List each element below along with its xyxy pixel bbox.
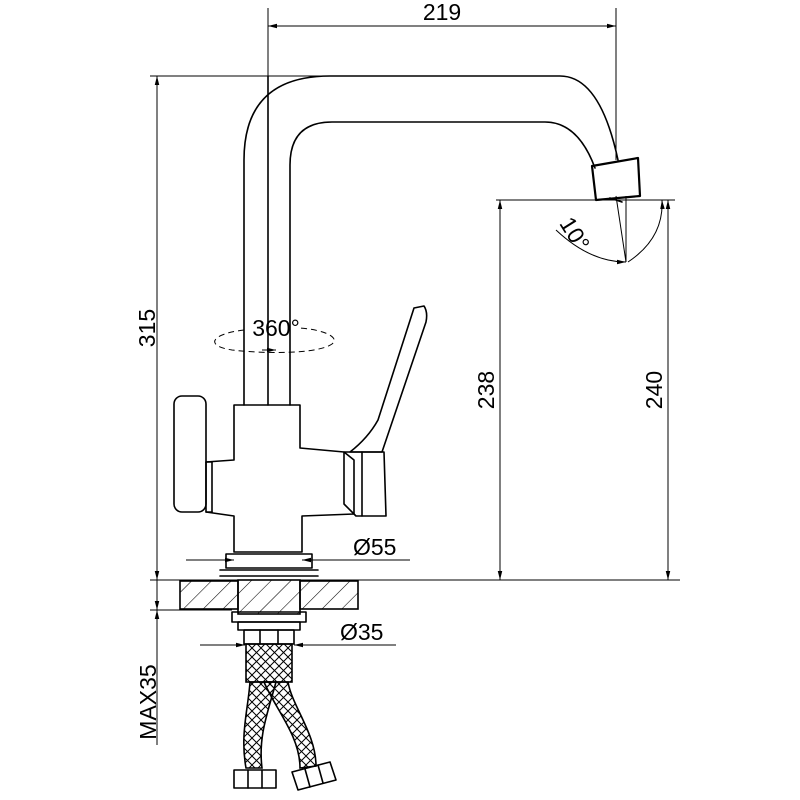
rotation-360: 360° (214, 315, 335, 353)
dimension-dia-55-label: Ø55 (353, 534, 396, 560)
dimension-240-label: 240 (641, 371, 667, 409)
dimension-max-35: MAX35 (135, 580, 161, 745)
dimension-240: 240 (641, 200, 671, 580)
faucet-body (173, 305, 428, 553)
braided-hoses (233, 643, 337, 791)
dimension-10-degree: 10° (496, 195, 675, 265)
dimension-max-35-label: MAX35 (135, 664, 161, 739)
countertop-section (150, 579, 680, 611)
dimension-dia-35: Ø35 (200, 619, 396, 648)
dimension-219-label: 219 (423, 0, 461, 25)
rotation-360-label: 360° (252, 315, 300, 341)
dimension-238: 238 (473, 200, 503, 580)
dimension-dia-55: Ø55 (186, 534, 410, 563)
dimension-238-label: 238 (473, 371, 499, 409)
dimension-315: 315 (134, 75, 330, 581)
base-flange (219, 553, 319, 577)
dimension-dia-35-label: Ø35 (340, 619, 383, 645)
dimension-315-label: 315 (134, 309, 160, 347)
threaded-shank (231, 579, 307, 645)
dimension-10-degree-label: 10° (555, 212, 595, 255)
